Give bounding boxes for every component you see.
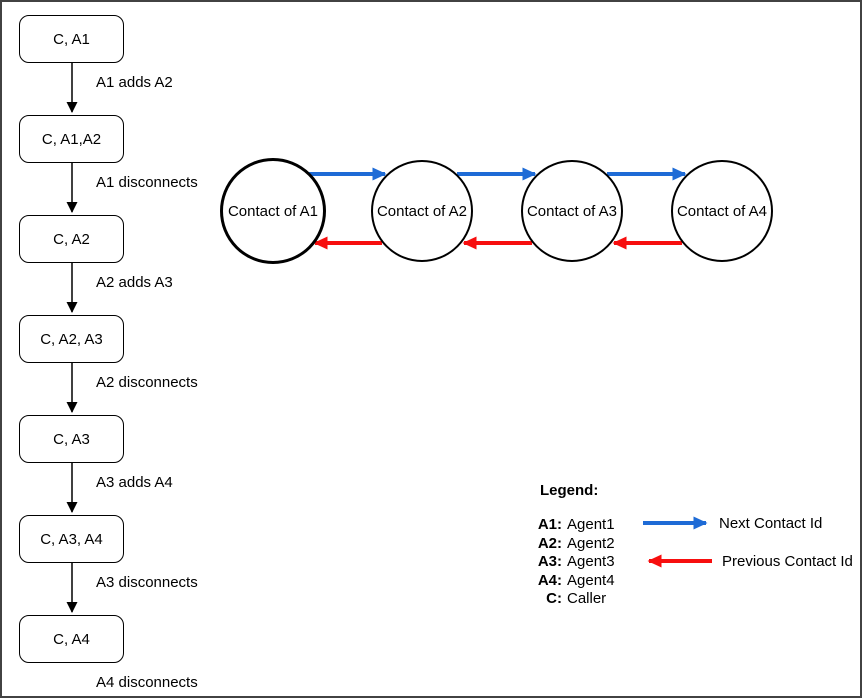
state-box-6: C, A3, A4 (19, 515, 124, 563)
state-label: C, A3 (53, 430, 90, 448)
transition-label-5: A3 adds A4 (96, 474, 173, 491)
state-label: C, A1,A2 (41, 130, 102, 148)
legend-entry-a1: A1: Agent1 (529, 516, 615, 534)
legend-key: A4: (537, 571, 562, 589)
transition-label-6: A3 disconnects (96, 574, 198, 591)
state-label: C, A2 (53, 230, 90, 248)
legend-prev-label: Previous Contact Id (722, 553, 853, 570)
state-label: C, A4 (53, 630, 90, 648)
legend-next-label: Next Contact Id (719, 515, 823, 532)
state-box-7: C, A4 (19, 615, 124, 663)
state-box-2: C, A1,A2 (19, 115, 124, 163)
legend-key: A2: (537, 534, 562, 552)
state-label: C, A3, A4 (40, 530, 103, 548)
state-box-4: C, A2, A3 (19, 315, 124, 363)
contact-circle-3: Contact of A3 (521, 160, 623, 262)
state-box-1: C, A1 (19, 15, 124, 63)
state-box-5: C, A3 (19, 415, 124, 463)
contact-label: Contact of A1 (227, 202, 319, 220)
legend-key: A3: (537, 553, 562, 570)
transition-label-4: A2 disconnects (96, 374, 198, 391)
legend-title: Legend: (540, 482, 599, 499)
transition-label-1: A1 adds A2 (96, 74, 173, 91)
state-label: C, A1 (53, 30, 90, 48)
legend-value: Agent1 (567, 516, 615, 533)
transition-label-3: A2 adds A3 (96, 274, 173, 291)
legend-value: Agent3 (567, 553, 615, 570)
legend-value: Agent4 (567, 571, 615, 589)
legend-entry-c: C: Caller (529, 590, 606, 608)
transition-label-2: A1 disconnects (96, 174, 198, 191)
contact-circle-2: Contact of A2 (371, 160, 473, 262)
state-label: C, A2, A3 (40, 330, 103, 348)
contact-label: Contact of A2 (376, 202, 468, 220)
contact-label: Contact of A4 (676, 202, 768, 220)
legend-key: A1: (537, 516, 562, 533)
contact-circle-1: Contact of A1 (220, 158, 326, 264)
contact-circle-4: Contact of A4 (671, 160, 773, 262)
legend-value: Caller (567, 590, 607, 607)
transition-label-7: A4 disconnects (96, 674, 198, 691)
contact-label: Contact of A3 (526, 202, 618, 220)
legend-key: C: (546, 590, 562, 607)
legend-value: Agent2 (567, 534, 615, 552)
legend-entry-a4: A4: Agent4 (529, 572, 615, 590)
legend-entry-a3: A3: Agent3 (529, 553, 615, 571)
state-box-3: C, A2 (19, 215, 124, 263)
legend-entry-a2: A2: Agent2 (529, 535, 615, 553)
